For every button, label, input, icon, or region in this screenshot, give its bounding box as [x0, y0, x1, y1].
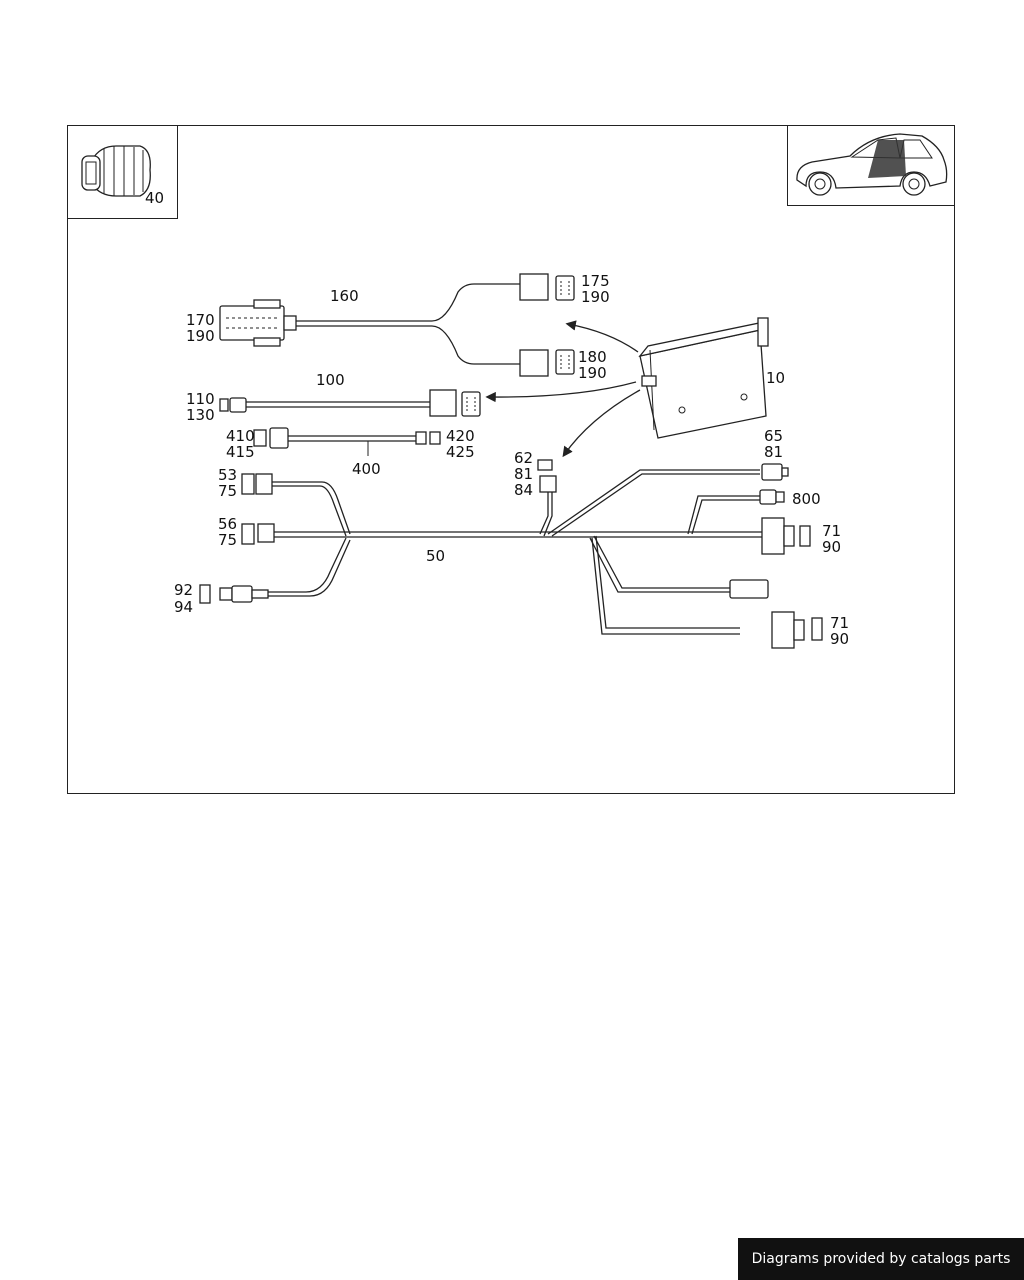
label-90-a: 90: [822, 538, 841, 556]
control-unit-module: [638, 317, 769, 439]
label-40: 40: [145, 189, 164, 207]
vehicle-coupe-icon: [796, 133, 948, 196]
label-170: 170: [186, 311, 215, 329]
footer-credit: Diagrams provided by catalogs parts: [738, 1238, 1024, 1280]
harness-400: [253, 427, 441, 456]
harness-160: [219, 273, 575, 377]
label-175: 175: [581, 272, 610, 290]
label-94: 94: [174, 598, 193, 616]
label-84: 84: [514, 481, 533, 499]
label-50: 50: [426, 547, 445, 565]
grommet-boot-icon: [81, 145, 151, 197]
label-65: 65: [764, 427, 783, 445]
label-71-b: 71: [830, 614, 849, 632]
label-75-a: 75: [218, 482, 237, 500]
label-415: 415: [226, 443, 255, 461]
arrow-to-100: [485, 381, 637, 403]
label-160: 160: [330, 287, 359, 305]
label-75-b: 75: [218, 531, 237, 549]
arrow-to-50: [562, 389, 641, 458]
label-190-c: 190: [578, 364, 607, 382]
label-62: 62: [514, 449, 533, 467]
label-71-a: 71: [822, 522, 841, 540]
label-10: 10: [766, 369, 785, 387]
label-56: 56: [218, 515, 237, 533]
label-410: 410: [226, 427, 255, 445]
label-92: 92: [174, 581, 193, 599]
label-180: 180: [578, 348, 607, 366]
label-81-b: 81: [764, 443, 783, 461]
label-130: 130: [186, 406, 215, 424]
label-420: 420: [446, 427, 475, 445]
label-190-a: 190: [186, 327, 215, 345]
label-100: 100: [316, 371, 345, 389]
label-110: 110: [186, 390, 215, 408]
label-53: 53: [218, 466, 237, 484]
diagram-frame: [67, 125, 955, 794]
label-90-b: 90: [830, 630, 849, 648]
arrow-to-160: [565, 320, 639, 353]
label-190-b: 190: [581, 288, 610, 306]
harness-50: [199, 459, 823, 649]
label-400: 400: [352, 460, 381, 478]
label-800: 800: [792, 490, 821, 508]
label-425: 425: [446, 443, 475, 461]
harness-100: [219, 389, 481, 417]
label-81-a: 81: [514, 465, 533, 483]
